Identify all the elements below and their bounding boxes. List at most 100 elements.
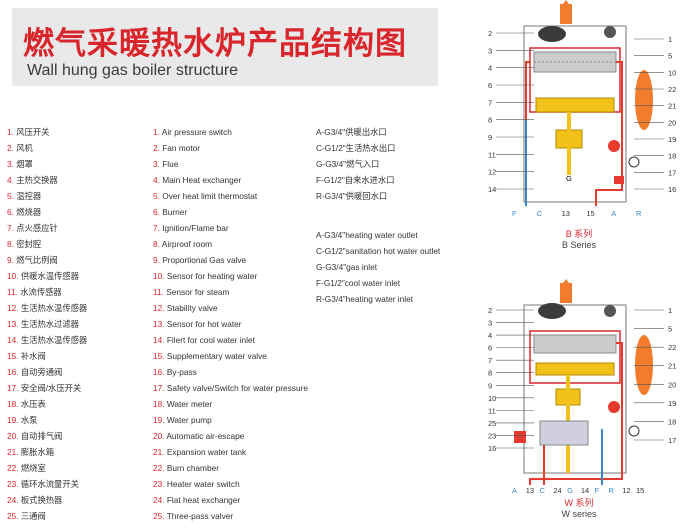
left-callout: 2 [488,29,492,38]
component-item: 20. 自动排气阀 [7,428,87,444]
w-heat-exchanger [533,334,617,354]
component-item: 15. 补水阀 [7,348,87,364]
component-item: 23. Heater water switch [153,476,308,492]
component-number: 8. [7,239,17,249]
w-series-caption: W 系列 W series [534,498,624,520]
left-callout: 7 [488,98,492,107]
component-item: 9. 燃气比例阀 [7,252,87,268]
component-number: 4. [153,175,163,185]
component-label: Supplementary water valve [166,351,267,361]
component-label: Flat heat exchanger [166,495,241,505]
w-flue [560,283,572,303]
component-label: Burner [162,207,188,217]
component-number: 20. [153,431,167,441]
bottom-callout: 13 [562,209,570,218]
left-callout: 4 [488,331,492,340]
left-callout: 10 [488,394,496,403]
component-item: 18. 水压表 [7,396,87,412]
component-item: 16. By-pass [153,364,308,380]
component-item: 2. Fan motor [153,140,308,156]
left-callout: 2 [488,306,492,315]
component-label: Stability valve [166,303,218,313]
component-number: 15. [153,351,167,361]
component-label: Ignition/Flame bar [162,223,229,233]
title-banner [12,8,438,86]
left-callout: 8 [488,369,492,378]
bottom-callout: F [512,209,517,218]
component-item: 3. Flue [153,156,308,172]
component-number: 19. [7,415,21,425]
component-item: 22. Burn chamber [153,460,308,476]
w-combustion-chamber [529,330,621,384]
component-number: 12. [153,303,167,313]
connection-item: A-G3/4"heating water outlet [316,230,418,240]
component-label: 供暖水温传感器 [20,271,79,281]
component-item: 20. Automatic air-escape [153,428,308,444]
component-item: 19. Water pump [153,412,308,428]
component-label: Air pressure switch [161,127,232,137]
bottom-callout: 15 [636,486,644,495]
component-label: 膨胀水箱 [20,447,55,457]
right-callout: 16 [668,185,676,194]
component-label: Expansion water tank [166,447,247,457]
component-item: 8. 密封腔 [7,236,87,252]
component-label: 风机 [16,143,33,153]
right-callout: 5 [668,52,672,61]
component-item: 21. Expansion water tank [153,444,308,460]
left-callout: 14 [488,185,496,194]
b-water-pump [608,140,620,152]
b-water-meter [628,156,640,168]
component-number: 9. [153,255,163,265]
w-burner [535,362,615,376]
component-label: 安全阀/水压开关 [20,383,82,393]
component-number: 19. [153,415,167,425]
component-number: 7. [153,223,163,233]
component-number: 2. [7,143,17,153]
component-number: 18. [153,399,167,409]
component-item: 24. 板式换热器 [7,492,87,508]
component-label: Proportional Gas valve [162,255,247,265]
component-label: 主热交换器 [16,175,58,185]
bottom-callout: A [512,486,517,495]
component-number: 16. [153,367,167,377]
component-number: 14. [7,335,21,345]
component-label: Sensor for heating water [166,271,258,281]
component-number: 14. [153,335,167,345]
component-number: 21. [153,447,167,457]
b-series-en: B Series [561,240,596,250]
component-label: 自动旁通阀 [20,367,63,377]
component-label: Sensor for steam [166,287,230,297]
right-callout: 20 [668,118,676,127]
component-number: 25. [7,511,21,521]
component-label: 生活热水温传感器 [20,303,88,313]
component-number: 15. [7,351,21,361]
component-number: 5. [7,191,17,201]
right-callout: 5 [668,325,672,334]
left-callout: 6 [488,81,492,90]
bottom-callout: F [595,486,600,495]
component-label: Flue [162,159,179,169]
left-callout: 3 [488,46,492,55]
component-item: 10. 供暖水温传感器 [7,268,87,284]
component-label: 燃气比例阀 [16,255,58,265]
component-number: 23. [153,479,167,489]
component-label: 水压表 [20,399,46,409]
component-number: 5. [153,191,163,201]
component-label: Sensor for hot water [166,319,242,329]
component-label: Burn chamber [166,463,219,473]
component-item: 3. 烟罩 [7,156,87,172]
component-label: 燃烧器 [16,207,42,217]
component-item: 13. Sensor for hot water [153,316,308,332]
component-item: 25. Three-pass valver [153,508,308,524]
component-number: 24. [153,495,167,505]
component-number: 7. [7,223,17,233]
component-label: Filert for cool water inlet [166,335,255,345]
component-item: 17. Safety valve/Switch for water pressu… [153,380,308,396]
component-number: 9. [7,255,17,265]
component-label: 补水阀 [20,351,46,361]
right-callout: 19 [668,135,676,144]
b-heating-supply [595,61,623,206]
